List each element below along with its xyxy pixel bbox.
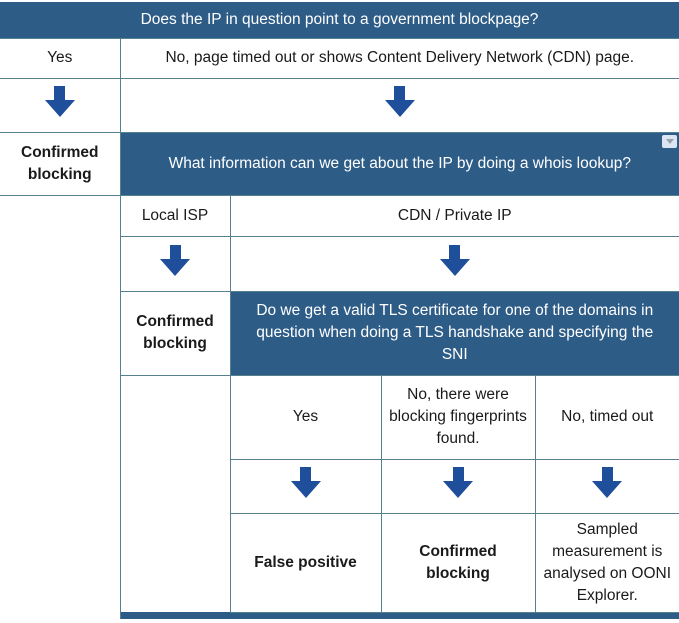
- arrow-cell: [119, 235, 231, 292]
- outcome-confirmed-blocking-2: Confirmed blocking: [119, 290, 231, 376]
- outcome-confirmed-blocking-3: Confirmed blocking: [380, 512, 536, 613]
- branch-tls-no-timed-out: No, timed out: [534, 374, 679, 460]
- down-arrow-icon: [160, 244, 190, 276]
- question-whois-text: What information can we get about the IP…: [168, 154, 631, 172]
- empty-second-column: [119, 374, 231, 612]
- branch-yes-blockpage: Yes: [0, 37, 121, 79]
- down-arrow-icon: [290, 467, 321, 498]
- arrow-cell: [534, 458, 679, 514]
- question-blockpage: Does the IP in question point to a gover…: [0, 2, 679, 39]
- empty-left-column: [0, 194, 121, 619]
- down-arrow-icon: [44, 86, 75, 117]
- branch-tls-yes: Yes: [229, 374, 382, 460]
- dropdown-icon[interactable]: [662, 134, 678, 148]
- next-question-bar-cropped: [120, 612, 679, 619]
- chevron-down-icon: [665, 138, 674, 144]
- arrow-cell: [380, 458, 536, 514]
- outcome-false-positive: False positive: [229, 512, 382, 613]
- down-arrow-icon: [384, 86, 415, 117]
- arrow-cell: [119, 77, 679, 133]
- down-arrow-icon: [439, 244, 470, 276]
- down-arrow-icon: [592, 467, 623, 498]
- branch-local-isp: Local ISP: [119, 194, 231, 237]
- arrow-cell: [229, 235, 679, 292]
- question-tls-certificate: Do we get a valid TLS certificate for on…: [230, 290, 679, 376]
- branch-tls-no-fingerprints: No, there were blocking fingerprints fou…: [380, 374, 536, 460]
- down-arrow-icon: [443, 467, 473, 498]
- arrow-cell: [229, 458, 382, 514]
- branch-no-blockpage: No, page timed out or shows Content Deli…: [119, 37, 679, 79]
- outcome-confirmed-blocking-1: Confirmed blocking: [0, 131, 121, 196]
- question-whois: What information can we get about the IP…: [120, 131, 679, 196]
- branch-cdn-private-ip: CDN / Private IP: [229, 194, 679, 237]
- outcome-sampled-measurement: Sampled measurement is analysed on OONI …: [534, 512, 679, 613]
- arrow-cell: [0, 77, 121, 133]
